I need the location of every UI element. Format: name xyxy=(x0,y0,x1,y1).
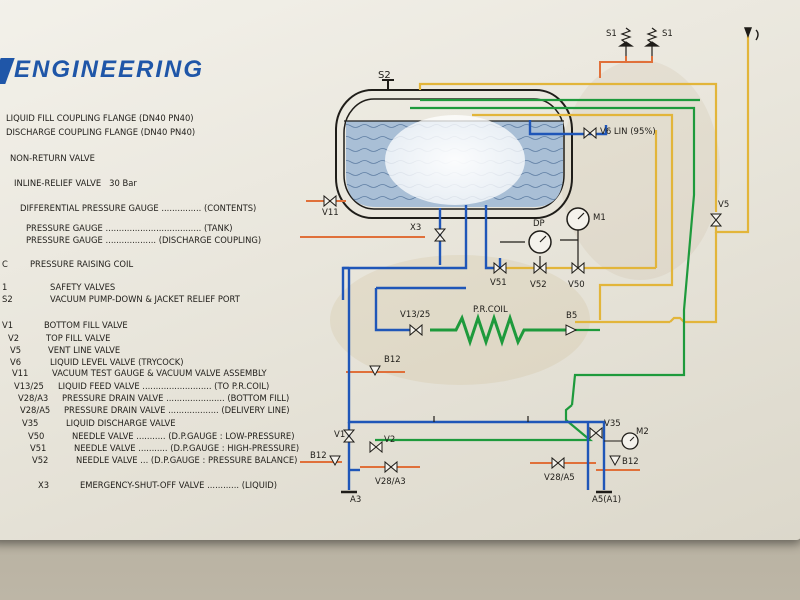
legend-item: NON-RETURN VALVE xyxy=(10,153,95,163)
gauge-m1 xyxy=(566,207,590,231)
label-prcoil: P.R.COIL xyxy=(473,305,508,315)
gauge-dp xyxy=(528,230,552,254)
label-s1: S1 xyxy=(662,29,673,39)
valve-v5 xyxy=(709,213,723,227)
valve-v28a3 xyxy=(384,460,398,474)
label-m1: M1 xyxy=(593,213,606,223)
valve-v2 xyxy=(369,440,383,454)
gas-lines-yellow xyxy=(418,35,750,324)
valve-b5 xyxy=(565,324,578,336)
legend-item: DISCHARGE COUPLING FLANGE (DN40 PN40) xyxy=(6,127,196,137)
liquid-lines-blue xyxy=(341,120,608,490)
label-m2: M2 xyxy=(636,427,649,437)
port-s2 xyxy=(382,79,394,90)
legend-item: INLINE-RELIEF VALVE 30 Bar xyxy=(14,178,137,188)
label-x3: X3 xyxy=(410,223,421,233)
valve-v52 xyxy=(533,261,547,275)
label-v13: V13/25 xyxy=(400,310,430,320)
label-v50: V50 xyxy=(568,280,585,290)
legend-item: LIQUID FILL COUPLING FLANGE (DN40 PN40) xyxy=(6,113,194,123)
valve-v50 xyxy=(571,261,585,275)
label-dp: DP xyxy=(533,219,545,229)
valve-b12-mid xyxy=(369,365,381,377)
valve-v35 xyxy=(589,426,603,440)
label-v28a5: V28/A5 xyxy=(544,473,575,483)
label-b5: B5 xyxy=(566,311,577,321)
valve-x3 xyxy=(433,228,447,242)
label-a5: A5(A1) xyxy=(592,495,621,505)
label-v52: V52 xyxy=(530,280,547,290)
label-v11: V11 xyxy=(322,208,339,218)
legend-item: DIFFERENTIAL PRESSURE GAUGE ............… xyxy=(20,203,257,213)
photo-glare xyxy=(385,115,525,205)
valve-b12-right xyxy=(609,455,621,467)
vent-outlet-arrow xyxy=(743,27,759,41)
valve-v51 xyxy=(493,261,507,275)
label-v2: V2 xyxy=(384,435,395,445)
valve-b12-left xyxy=(329,455,341,467)
valve-v6 xyxy=(583,126,597,140)
label-s2: S2 xyxy=(378,70,391,81)
label-s1: S1 xyxy=(606,29,617,39)
label-a3: A3 xyxy=(350,495,361,505)
legend-item: PRESSURE GAUGE .........................… xyxy=(26,223,233,233)
liquid-lines-green xyxy=(375,98,700,442)
valve-v1 xyxy=(342,429,356,443)
label-b12: B12 xyxy=(384,355,401,365)
label-v28a3: V28/A3 xyxy=(375,477,406,487)
label-v51: V51 xyxy=(490,278,507,288)
valve-v13 xyxy=(409,323,423,337)
label-v1: V1 xyxy=(334,430,345,440)
pressure-raising-coil xyxy=(430,313,600,347)
label-v5: V5 xyxy=(718,200,729,210)
label-v6: V6 LIN (95%) xyxy=(600,127,656,137)
gauge-m2 xyxy=(604,432,639,450)
label-v35: V35 xyxy=(604,419,621,429)
valve-v11 xyxy=(323,194,337,208)
label-b12: B12 xyxy=(622,457,639,467)
brand-logo-text: ENGINEERING xyxy=(14,56,205,83)
label-b12: B12 xyxy=(310,451,327,461)
legend-item: PRESSURE GAUGE ................... (DISC… xyxy=(26,235,262,245)
valve-v28a5 xyxy=(551,456,565,470)
